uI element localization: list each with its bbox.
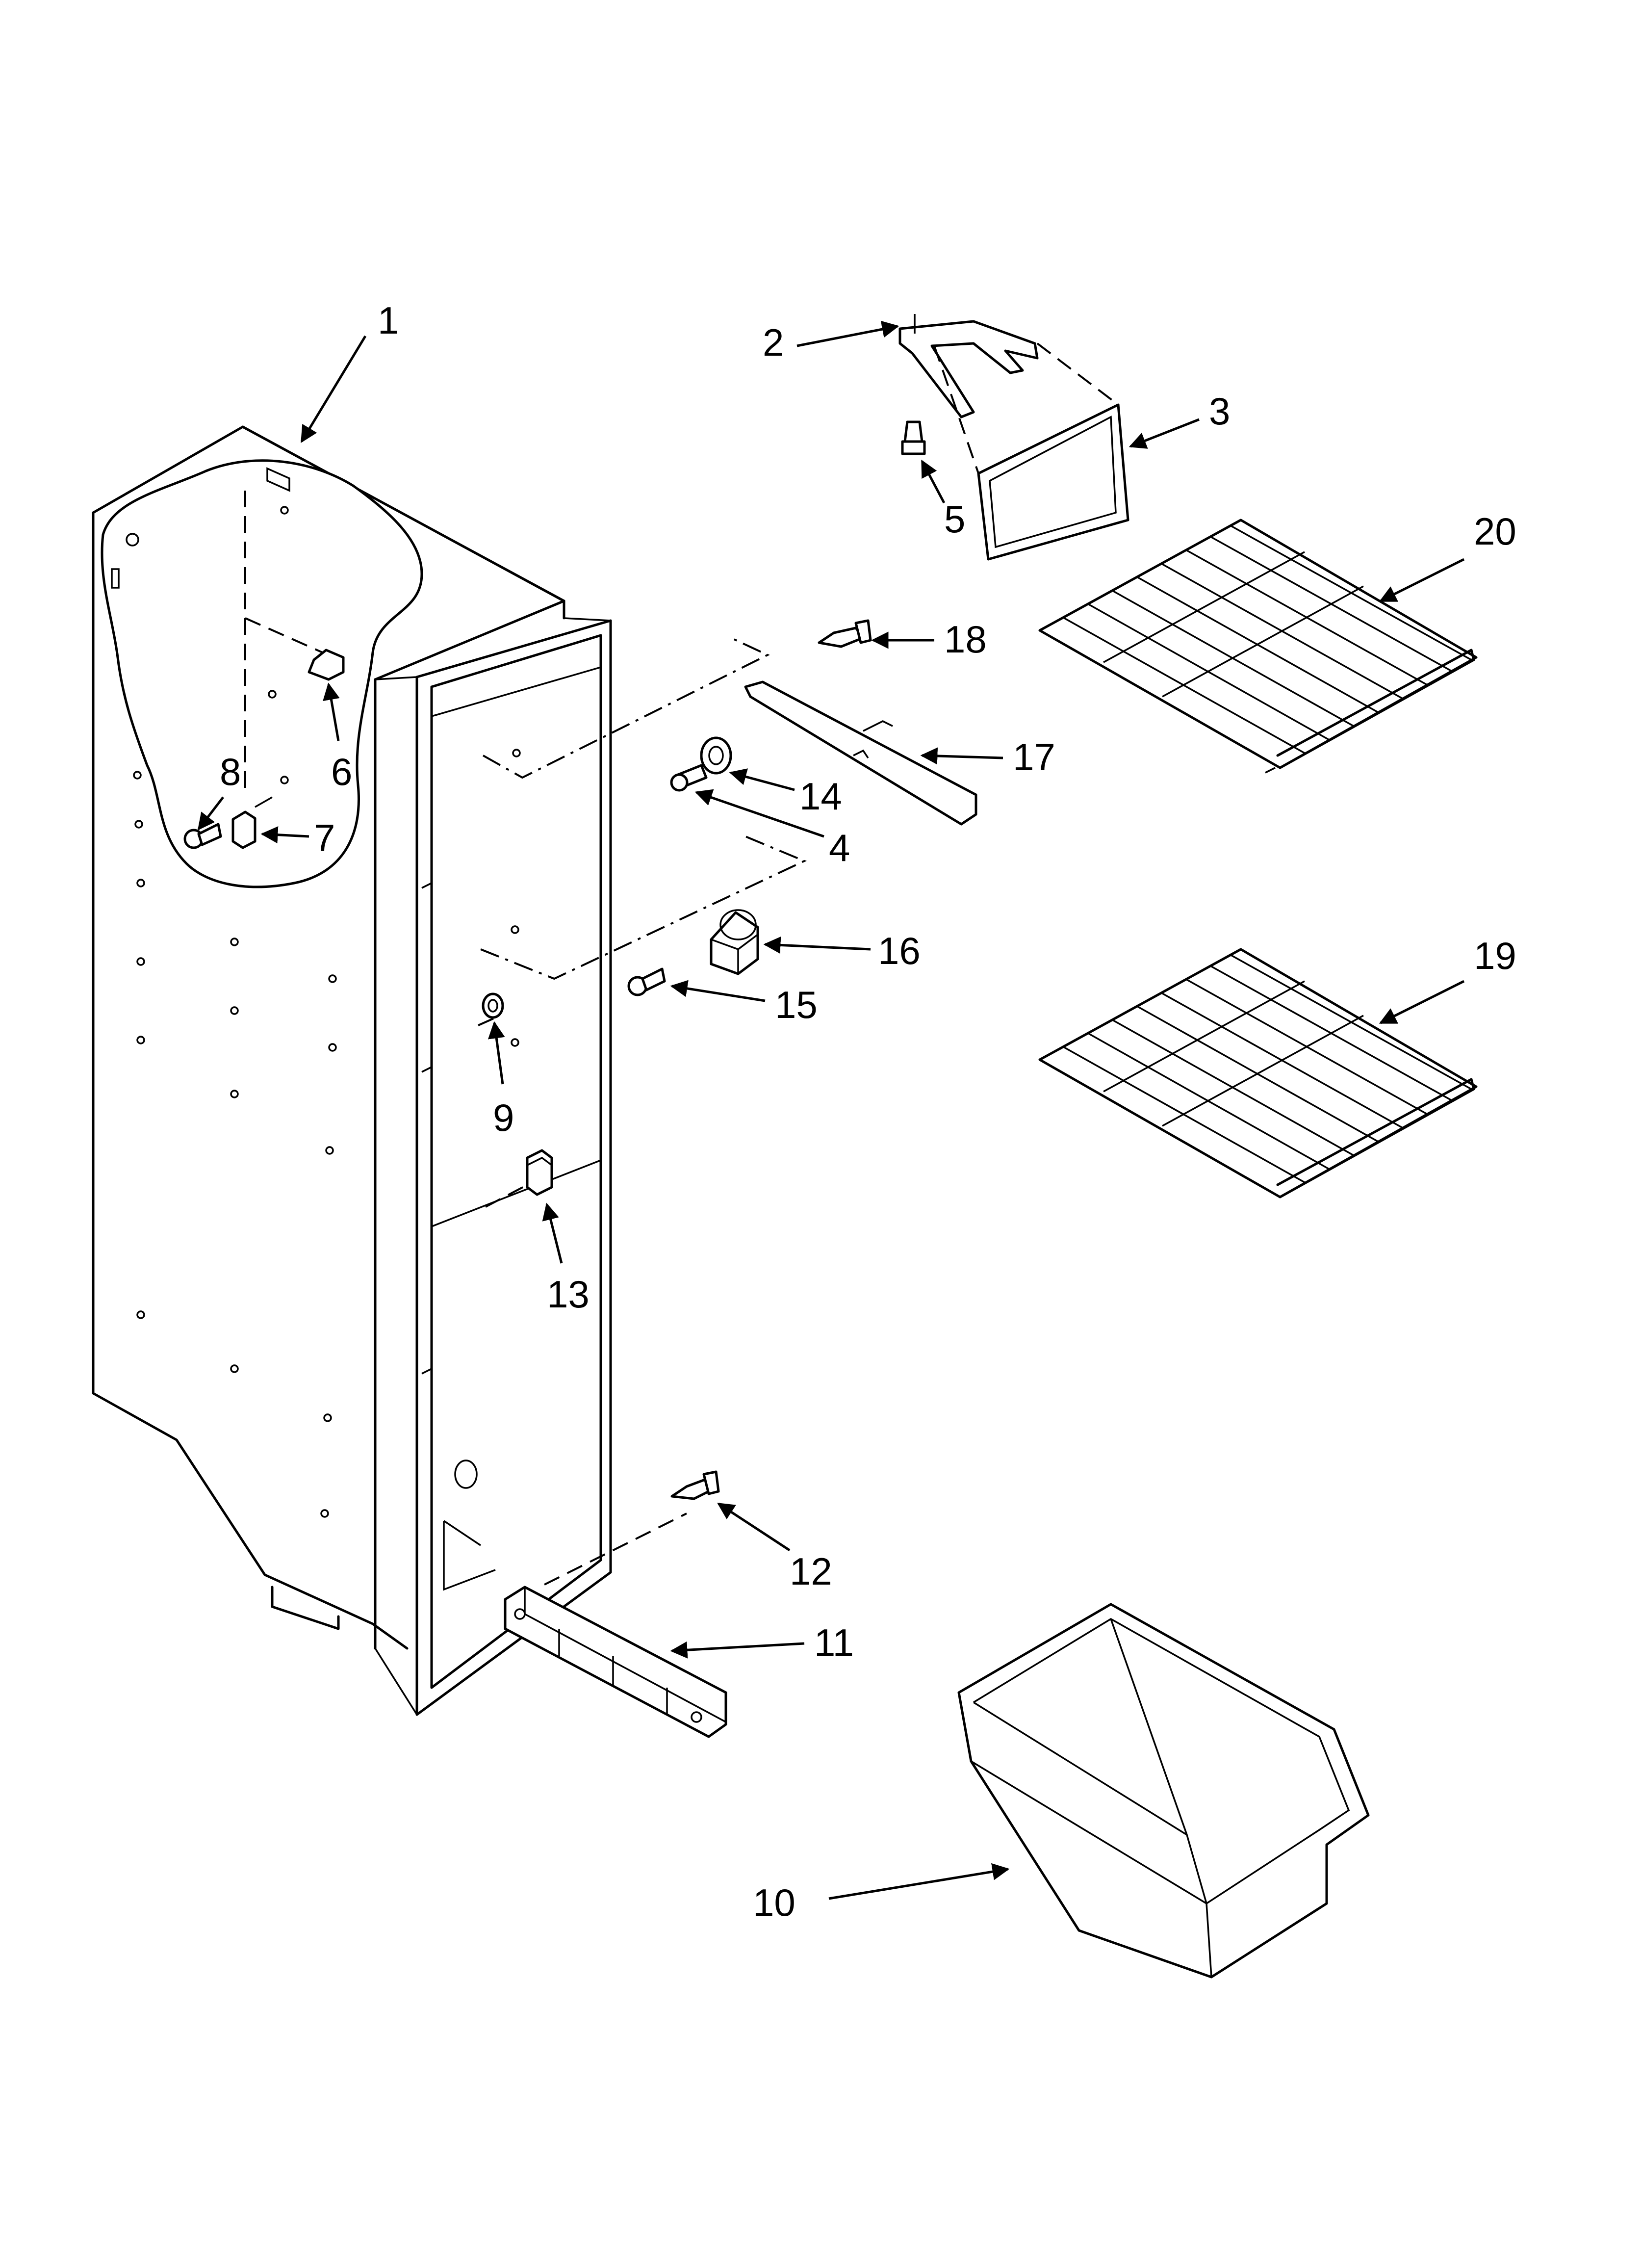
- screw-part-18: [818, 619, 872, 648]
- callout-5: 5: [944, 497, 965, 541]
- callout-7: 7: [314, 816, 335, 860]
- screw-washer-part-4-14: [670, 736, 732, 792]
- mounting-zone-upper: [483, 637, 770, 779]
- tray-part-3: [933, 342, 1129, 561]
- shelf-support-part-16: [710, 909, 759, 975]
- callout-15: 15: [775, 983, 818, 1026]
- callout-14: 14: [799, 775, 842, 818]
- callout-9: 9: [493, 1096, 514, 1139]
- callout-16: 16: [878, 929, 921, 972]
- storage-bin-part-10: [957, 1603, 1370, 1979]
- screw-part-5: [901, 420, 926, 455]
- switch-part-13: [526, 1149, 553, 1196]
- callout-6: 6: [331, 750, 352, 793]
- clip-part-6: [308, 649, 345, 681]
- callout-labels: 1 2 3 4 5 6 7 8 9 10 11 12 13 14 15 16 1…: [220, 299, 1516, 1924]
- callout-17: 17: [1013, 735, 1055, 779]
- screw-part-12: [670, 1470, 720, 1500]
- shelf-bracket-part-2: [898, 314, 1039, 418]
- callout-2: 2: [763, 321, 784, 364]
- callout-12: 12: [790, 1550, 832, 1593]
- callout-3: 3: [1209, 390, 1230, 433]
- callout-20: 20: [1474, 510, 1516, 553]
- screw-part-15: [627, 967, 666, 996]
- callout-10: 10: [753, 1881, 795, 1924]
- wire-shelf-part-20: [1038, 519, 1478, 774]
- callout-18: 18: [944, 618, 987, 661]
- cover-part-11: [504, 1586, 727, 1738]
- side-wall-holes: [111, 506, 337, 1518]
- freezer-liner-cabinet: [92, 425, 612, 1716]
- clip-part-7: [231, 796, 273, 849]
- shelf-rail-part-17: [744, 680, 977, 826]
- leader-lines: [197, 320, 1465, 1900]
- callout-1: 1: [378, 299, 399, 342]
- callout-4: 4: [829, 826, 850, 869]
- callout-13: 13: [547, 1273, 590, 1316]
- callout-19: 19: [1474, 934, 1516, 977]
- wire-shelf-part-19: [1038, 948, 1478, 1199]
- plug-part-9: [482, 992, 504, 1019]
- mounting-zone-lower: [480, 835, 807, 980]
- callout-11: 11: [814, 1621, 854, 1664]
- callout-8: 8: [220, 750, 241, 793]
